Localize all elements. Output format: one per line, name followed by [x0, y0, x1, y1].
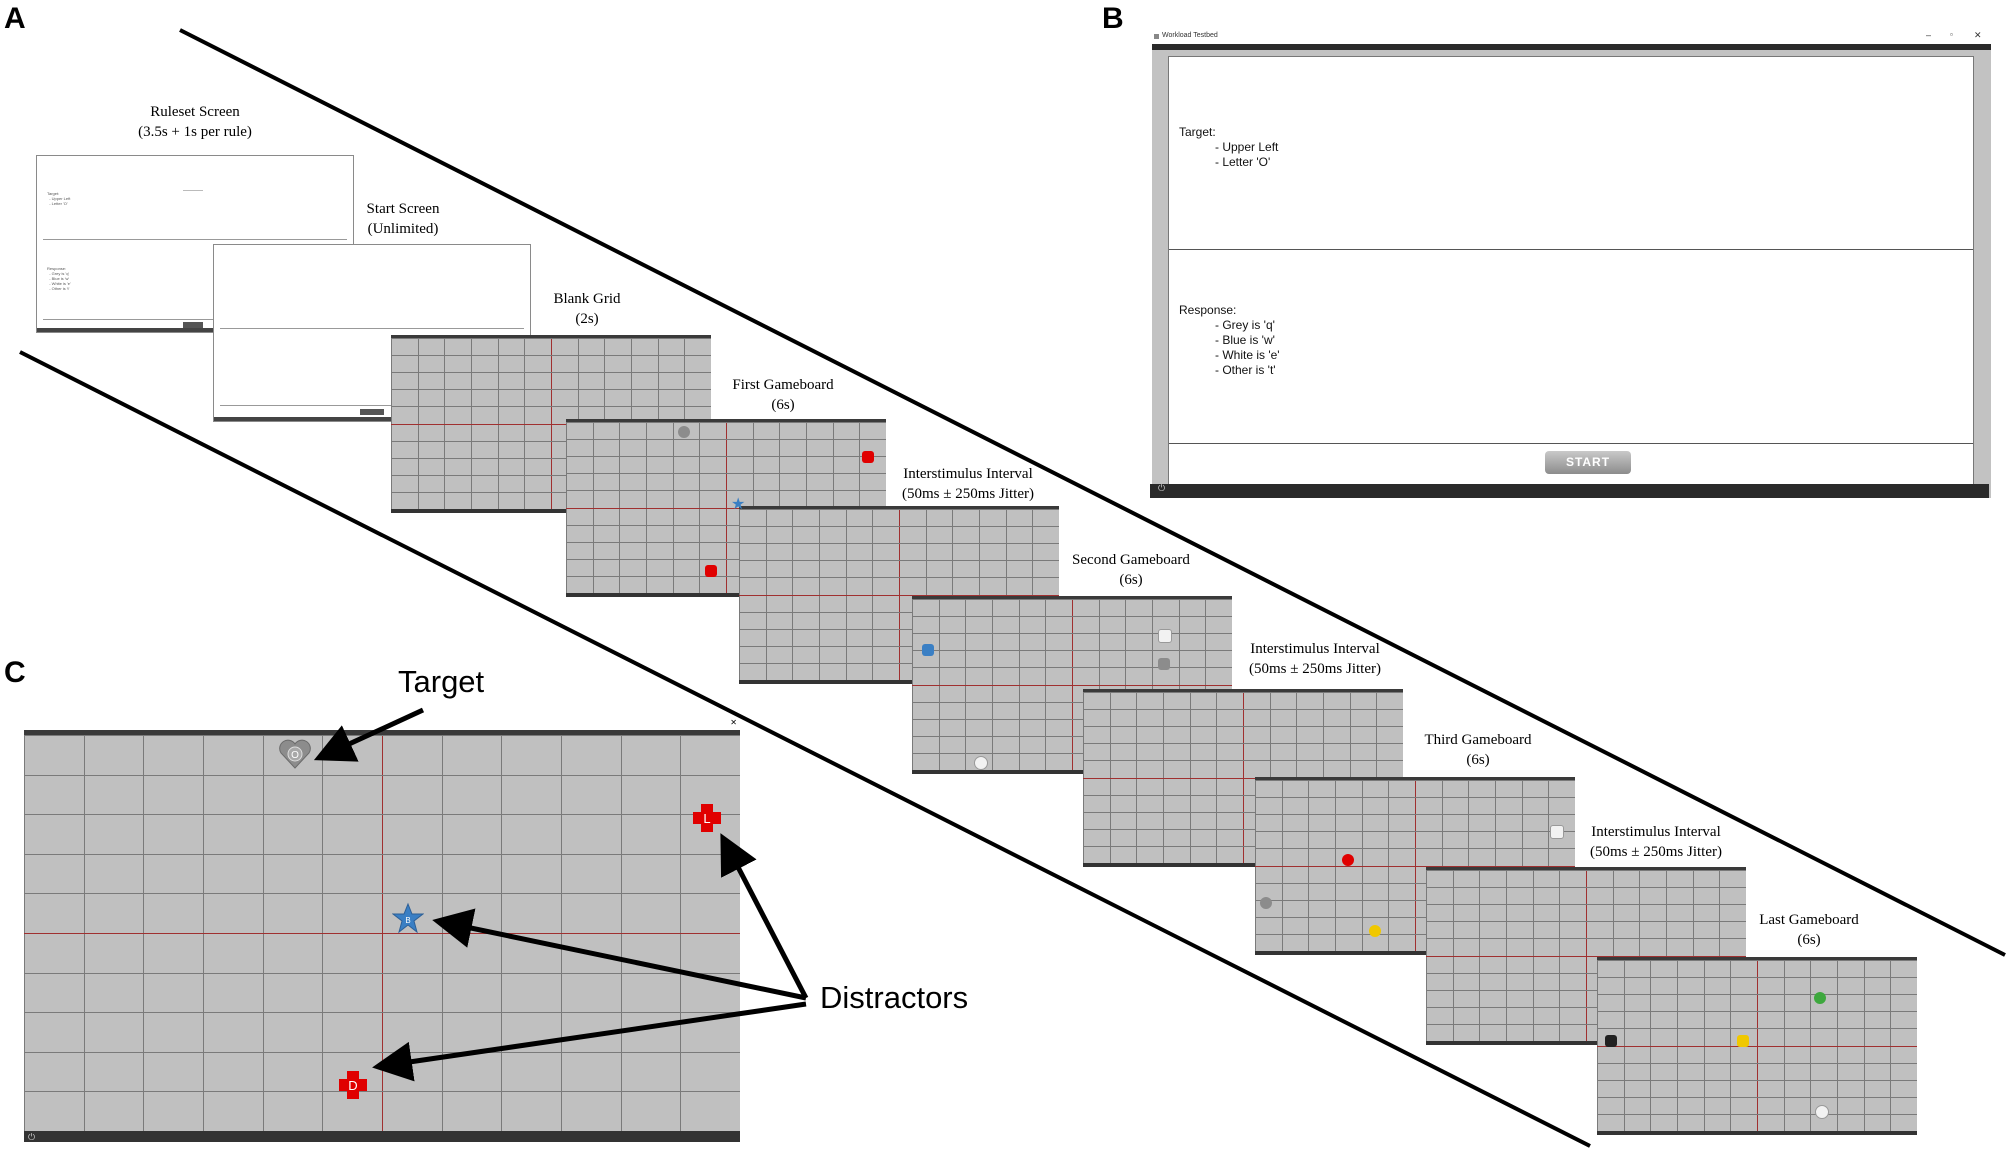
caption-interstimulus-interval-1: Interstimulus Interval(50ms ± 250ms Jitt… — [902, 466, 1034, 502]
target-label: Target: — [1179, 125, 1216, 139]
blue-star-piece: ★ — [731, 494, 746, 513]
response-label: Response: — [1179, 303, 1237, 317]
grey-heart-piece — [678, 426, 690, 438]
distractors-annotation: Distractors — [820, 980, 969, 1015]
panel-b-label: B — [1102, 2, 1124, 35]
section-divider — [1169, 249, 1973, 250]
svg-text:D: D — [348, 1078, 357, 1093]
white-circle-piece — [1815, 1105, 1829, 1119]
maximize-icon[interactable]: ▫ — [1950, 30, 1953, 39]
app-icon — [1154, 34, 1159, 39]
target-rule: - Letter 'O' — [1215, 155, 1271, 169]
white-star-piece — [1158, 629, 1172, 643]
caption-third-gameboard: Third Gameboard(6s) — [1424, 732, 1532, 768]
target-piece: O — [278, 738, 312, 770]
yellow-circle-piece — [1369, 925, 1381, 937]
window-status-bar: ⏻ — [1150, 484, 1989, 498]
grid-lines — [1597, 960, 1917, 1131]
caption-interstimulus-interval-2: Interstimulus Interval(50ms ± 250ms Jitt… — [1249, 641, 1381, 677]
close-icon[interactable]: ✕ — [730, 718, 737, 727]
caption-second-gameboard: Second Gameboard(6s) — [1072, 552, 1190, 588]
blue-square-piece — [922, 644, 934, 656]
distractor-piece-cross-l: L — [691, 802, 723, 834]
response-rule: - White is 'e' — [1215, 348, 1280, 362]
black-cross-piece — [1605, 1035, 1617, 1047]
white-star-piece — [1550, 825, 1564, 839]
upper-diagonal-line — [179, 28, 2006, 957]
response-rule: - Blue is 'w' — [1215, 333, 1275, 347]
panel-a-label: A — [4, 2, 26, 35]
ruleset-box: Target: - Upper Left - Letter 'O' Respon… — [1168, 56, 1974, 486]
power-icon[interactable]: ⏻ — [1158, 484, 1166, 494]
start-button[interactable]: START — [1545, 451, 1631, 474]
red-cross-piece — [862, 451, 874, 463]
yellow-heart-piece — [1737, 1035, 1749, 1047]
window-title: Workload Testbed — [1162, 32, 1218, 39]
distractor-piece-star-b: B — [392, 902, 424, 934]
window-title-bar: Workload Testbed – ▫ ✕ — [1150, 30, 1994, 44]
section-divider — [1169, 443, 1973, 444]
target-annotation: Target — [398, 664, 485, 699]
svg-text:L: L — [703, 811, 710, 826]
minimize-icon[interactable]: – — [1926, 30, 1932, 40]
target-arrow — [313, 707, 425, 762]
caption-first-gameboard: First Gameboard(6s) — [732, 377, 834, 413]
caption-start-screen: Start Screen(Unlimited) — [366, 201, 440, 237]
green-circle-piece — [1814, 992, 1826, 1004]
caption-interstimulus-interval-3: Interstimulus Interval(50ms ± 250ms Jitt… — [1590, 824, 1722, 860]
power-icon[interactable]: ⏻ — [28, 1133, 36, 1143]
close-icon[interactable]: ✕ — [1974, 30, 1982, 40]
distractor-arrow-d — [372, 1001, 807, 1082]
grey-heart-piece — [1260, 897, 1272, 909]
distractor-arrow-b — [432, 908, 807, 1001]
lower-diagonal-line — [19, 350, 1591, 1148]
response-rule: - Grey is 'q' — [1215, 318, 1275, 332]
distractor-arrow-l — [720, 833, 809, 1000]
caption-last-gameboard: Last Gameboard(6s) — [1759, 912, 1859, 948]
svg-text:O: O — [291, 750, 299, 761]
ruleset-window: Workload Testbed – ▫ ✕ Target: - Upper L… — [1150, 30, 1994, 506]
caption-ruleset-screen: Ruleset Screen(3.5s + 1s per rule) — [138, 104, 252, 140]
last-gameboard — [1597, 957, 1917, 1135]
svg-text:B: B — [405, 916, 410, 925]
panel-c-label: C — [4, 656, 26, 689]
white-circle-piece — [974, 756, 988, 770]
red-cross-piece — [705, 565, 717, 577]
panel-c-window-titlebar: ✕ — [23, 718, 741, 730]
red-circle-piece — [1342, 854, 1354, 866]
target-rule: - Upper Left — [1215, 140, 1279, 154]
window-content: Target: - Upper Left - Letter 'O' Respon… — [1150, 44, 1991, 498]
grey-cross-piece — [1158, 658, 1170, 670]
grid-lines — [1255, 780, 1575, 951]
response-rule: - Other is 't' — [1215, 363, 1276, 377]
distractor-piece-cross-d: D — [337, 1069, 369, 1101]
caption-blank-grid: Blank Grid(2s) — [553, 291, 621, 327]
